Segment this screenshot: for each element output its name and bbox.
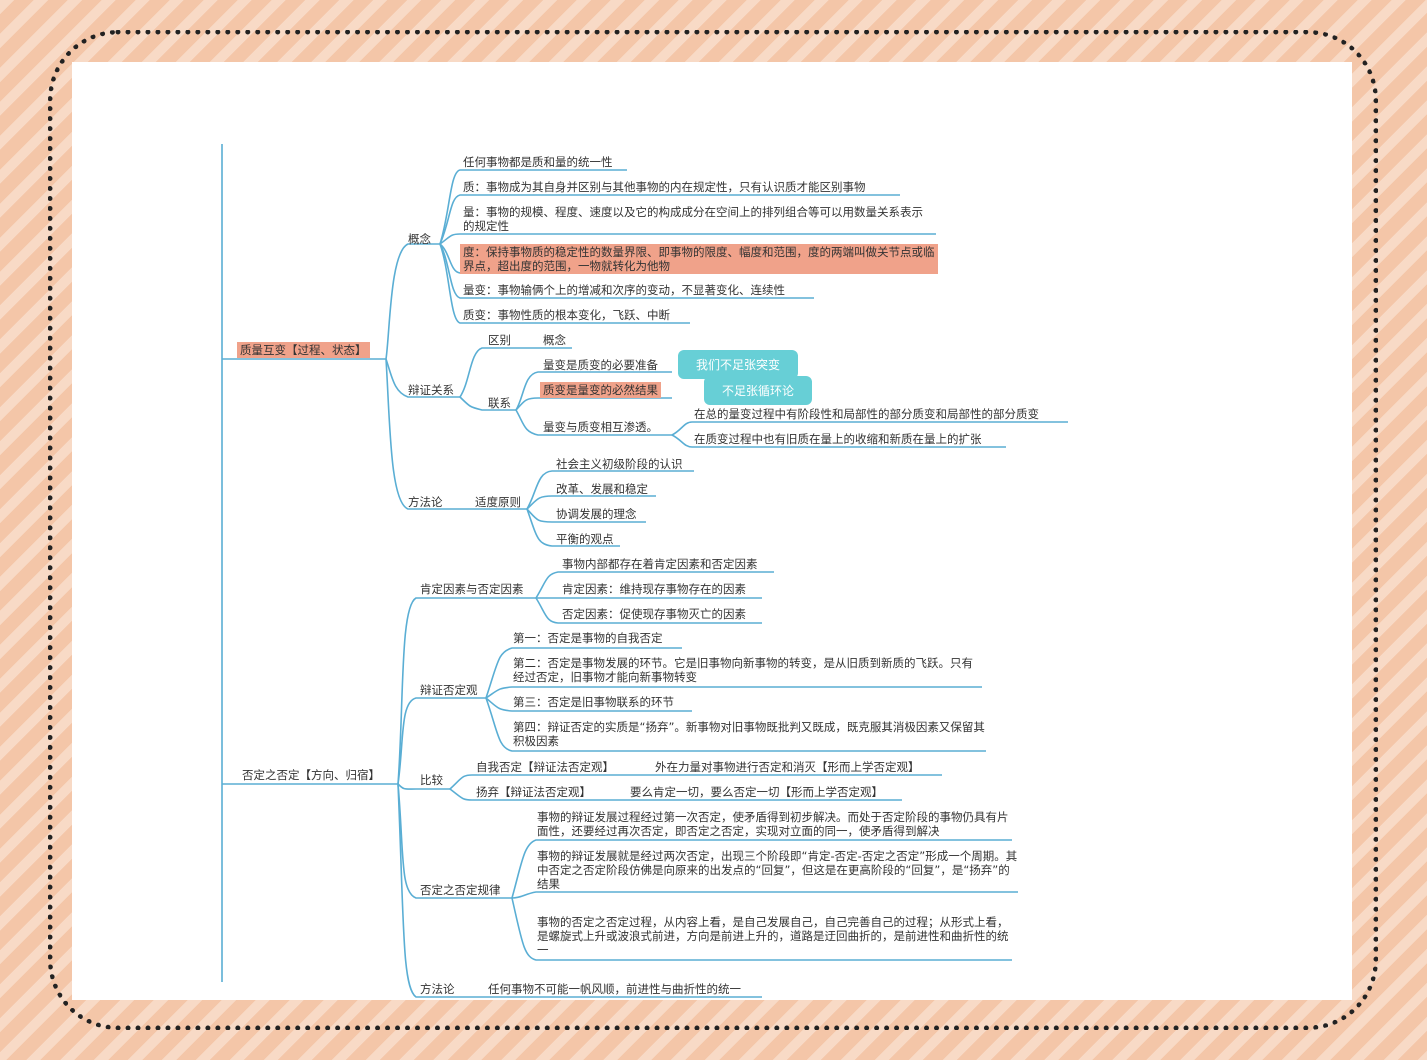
node-dialectic-negation-view[interactable]: 辩证否定观 — [420, 683, 478, 697]
method-item-reform[interactable]: 改革、发展和稳定 — [556, 482, 648, 496]
method-item-primary-stage[interactable]: 社会主义初级阶段的认识 — [556, 457, 683, 471]
dialectic-view-item-3[interactable]: 第三：否定是旧事物联系的环节 — [513, 695, 674, 709]
concept-item-quality[interactable]: 质：事物成为其自身并区别与其他事物的内在规定性，只有认识质才能区别事物 — [463, 180, 866, 194]
dialectic-view-item-2[interactable]: 第二：否定是事物发展的环节。它是旧事物向新事物的转变，是从旧质到新质的飞跃。只有… — [513, 656, 973, 684]
difference-value[interactable]: 概念 — [543, 333, 566, 347]
node-moderation-principle[interactable]: 适度原则 — [475, 495, 521, 509]
connector-lines — [221, 144, 1068, 998]
penetration-item-partial-quality[interactable]: 在总的量变过程中有阶段性和局部性的部分质变和局部性的部分质变 — [694, 407, 1039, 421]
root-quality-change[interactable]: 质量互变【过程、状态】 — [237, 342, 370, 358]
node-dialectic-relation[interactable]: 辩证关系 — [408, 383, 454, 397]
method-item-coordination[interactable]: 协调发展的理念 — [556, 507, 637, 521]
negation-method-value[interactable]: 任何事物不可能一帆风顺，前进性与曲折性的统一 — [488, 982, 741, 996]
callout-bubble-no-abrupt-change[interactable]: 我们不足张突变 — [678, 350, 799, 379]
connection-item-preparation[interactable]: 量变是质变的必要准备 — [543, 358, 658, 372]
compare-row-1-right[interactable]: 外在力量对事物进行否定和消灭【形而上学否定观】 — [655, 760, 920, 774]
node-negation-law[interactable]: 否定之否定规律 — [420, 883, 501, 897]
law-item-spiral[interactable]: 事物的否定之否定过程，从内容上看，是自己发展自己，自己完善自己的过程；从形式上看… — [537, 915, 1009, 957]
compare-row-1-left[interactable]: 自我否定【辩证法否定观】 — [476, 760, 614, 774]
penetration-item-expansion[interactable]: 在质变过程中也有旧质在量上的收缩和新质在量上的扩张 — [694, 432, 982, 446]
mindmap-canvas: 质量互变【过程、状态】 否定之否定【方向、归宿】 概念 任何事物都是质和量的统一… — [72, 62, 1352, 1000]
node-negation-methodology[interactable]: 方法论 — [420, 982, 455, 996]
law-item-two-negations[interactable]: 事物的辩证发展就是经过两次否定，出现三个阶段即“肯定-否定-否定之否定”形成一个… — [537, 849, 1018, 891]
node-concept[interactable]: 概念 — [408, 232, 431, 246]
method-item-balance[interactable]: 平衡的观点 — [556, 532, 614, 546]
concept-item-quantity[interactable]: 量：事物的规模、程度、速度以及它的构成成分在空间上的排列组合等可以用数量关系表示… — [463, 205, 923, 233]
node-difference[interactable]: 区别 — [488, 333, 511, 347]
factors-item-negate[interactable]: 否定因素：促使现存事物灭亡的因素 — [562, 607, 746, 621]
concept-item-unity[interactable]: 任何事物都是质和量的统一性 — [463, 155, 613, 169]
factors-item-affirm[interactable]: 肯定因素：维持现存事物存在的因素 — [562, 582, 746, 596]
concept-item-quantitative-change[interactable]: 量变：事物输俩个上的增减和次序的变动，不显著变化、连续性 — [463, 283, 785, 297]
node-affirm-negate-factors[interactable]: 肯定因素与否定因素 — [420, 582, 524, 596]
node-methodology[interactable]: 方法论 — [408, 495, 443, 509]
callout-bubble-no-cyclic-theory[interactable]: 不足张循环论 — [704, 376, 813, 405]
concept-item-qualitative-change[interactable]: 质变：事物性质的根本变化，飞跃、中断 — [463, 308, 670, 322]
compare-row-2-right[interactable]: 要么肯定一切，要么否定一切【形而上学否定观】 — [630, 785, 883, 799]
decorative-dotted-frame — [48, 30, 1378, 1030]
connection-item-result[interactable]: 质变是量变的必然结果 — [540, 382, 661, 398]
factors-item-exist[interactable]: 事物内部都存在着肯定因素和否定因素 — [562, 557, 758, 571]
node-connection[interactable]: 联系 — [488, 396, 511, 410]
node-comparison[interactable]: 比较 — [420, 773, 443, 787]
concept-item-degree[interactable]: 度：保持事物质的稳定性的数量界限、即事物的限度、幅度和范围，度的两端叫做关节点或… — [460, 244, 938, 274]
root-negation-of-negation[interactable]: 否定之否定【方向、归宿】 — [242, 768, 380, 782]
dialectic-view-item-4[interactable]: 第四：辩证否定的实质是“扬弃”。新事物对旧事物既批判又既成，既克服其消极因素又保… — [513, 720, 985, 748]
law-item-first-negation[interactable]: 事物的辩证发展过程经过第一次否定，使矛盾得到初步解决。而处于否定阶段的事物仍具有… — [537, 810, 1009, 838]
dialectic-view-item-1[interactable]: 第一：否定是事物的自我否定 — [513, 631, 663, 645]
connection-item-penetration[interactable]: 量变与质变相互渗透。 — [543, 420, 658, 434]
compare-row-2-left[interactable]: 扬弃【辩证法否定观】 — [476, 785, 591, 799]
